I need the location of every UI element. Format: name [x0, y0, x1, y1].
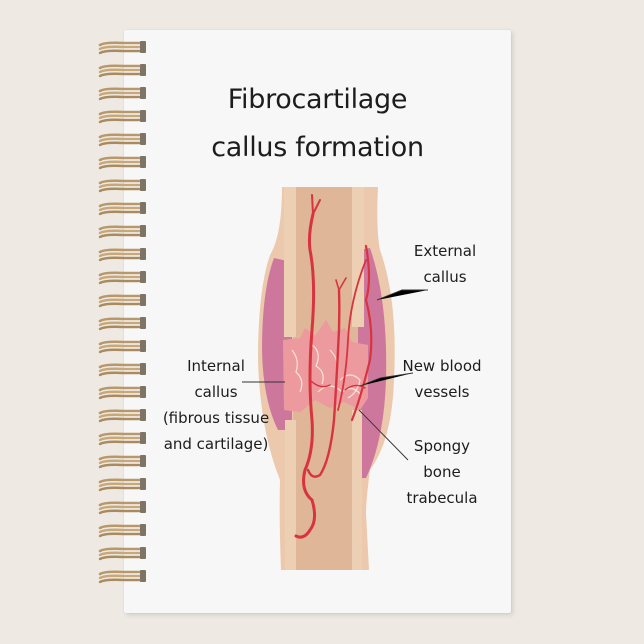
label-external-callus: External callus — [413, 242, 477, 286]
external-callus-right — [358, 248, 387, 478]
label-new-blood-vessels: New blood vessels — [402, 357, 482, 401]
new-blood-vessels — [294, 194, 373, 539]
label-internal-callus: Internal callus (fibrous tissue and cart… — [162, 357, 270, 453]
diagram-title: Fibrocartilage callus formation — [124, 76, 511, 172]
title-line-2: callus formation — [211, 132, 424, 163]
title-line-1: Fibrocartilage — [227, 84, 408, 115]
label-spongy-bone: Spongy bone trabecula — [406, 437, 478, 507]
leader-lines — [242, 289, 428, 461]
